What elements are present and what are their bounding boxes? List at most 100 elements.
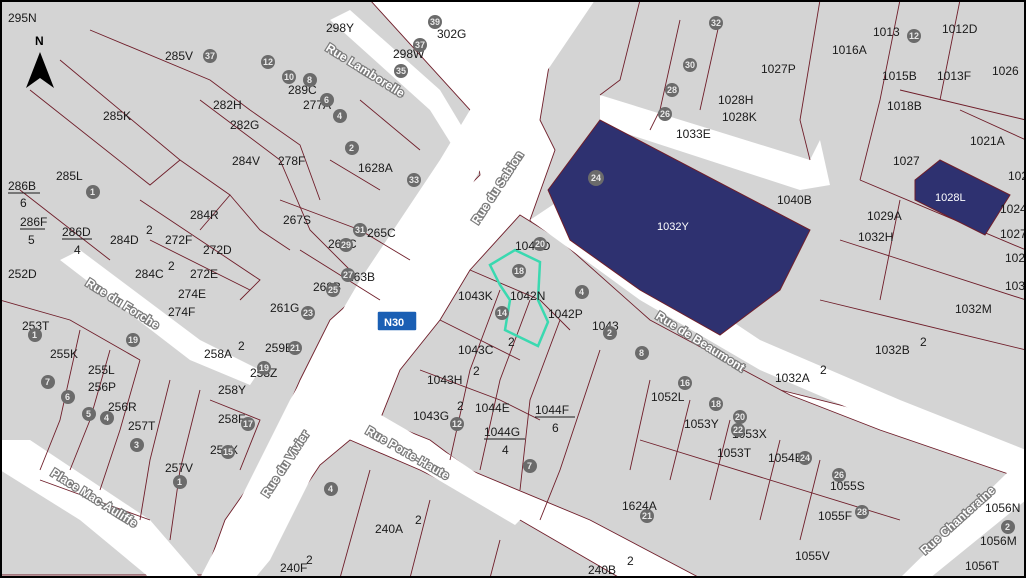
north-label: N [35, 34, 44, 48]
svg-text:20: 20 [535, 239, 545, 249]
svg-text:31: 31 [355, 225, 365, 235]
parcel-label: 1043C [458, 343, 494, 357]
house-number-marker: 2 [1001, 520, 1015, 534]
superscript: 2 [457, 399, 464, 413]
superscript: 2 [508, 335, 515, 349]
parcel-label: 1022 [1008, 169, 1026, 183]
svg-text:23: 23 [303, 308, 313, 318]
superscript: 2 [920, 335, 927, 349]
parcel-label: 1053T [717, 446, 752, 460]
svg-text:2: 2 [1005, 522, 1010, 532]
route-shield-n30[interactable]: N30 [376, 310, 418, 332]
house-number-marker: 37 [203, 49, 217, 63]
svg-text:26: 26 [660, 109, 670, 119]
parcel-label: 1055F [818, 509, 852, 523]
svg-text:22: 22 [733, 425, 743, 435]
parcel-label: 1015B [882, 69, 917, 83]
house-number-marker: 22 [731, 423, 745, 437]
parcel-label: 285L [56, 169, 83, 183]
parcel-label: 1028L [935, 192, 966, 204]
parcel-label: 1027C [1000, 227, 1026, 241]
superscript: 2 [415, 513, 422, 527]
parcel-label: 1029A [867, 209, 902, 223]
parcel-label: 256P [88, 380, 116, 394]
parcel-label: 1042P [548, 307, 583, 321]
house-number-marker: 33 [407, 173, 421, 187]
highlighted-parcel-outline[interactable] [488, 248, 550, 348]
svg-text:15: 15 [223, 447, 233, 457]
parcel-label: 240F [280, 561, 307, 575]
parcel-label: 1044E [475, 401, 510, 415]
svg-text:12: 12 [452, 419, 462, 429]
house-number-marker: 21 [288, 341, 302, 355]
svg-text:6: 6 [324, 95, 329, 105]
parcel-label: 1043K [458, 289, 493, 303]
parcel-label: 284C [135, 267, 164, 281]
parcel-label: 1043H [427, 373, 462, 387]
parcel-label: 1032M [955, 302, 992, 316]
parcel-label: 1028K [722, 110, 757, 124]
house-number-marker: 20 [533, 237, 547, 251]
parcel-label: 258A [204, 347, 232, 361]
house-number-marker: 5 [82, 407, 96, 421]
selected-parcel-1028l[interactable] [914, 159, 1011, 236]
parcel-label: 274F [168, 305, 195, 319]
parcel-label: 256R [108, 400, 137, 414]
parcel-label: 240A [375, 522, 403, 536]
svg-text:21: 21 [642, 511, 652, 521]
house-number-marker: 39 [428, 15, 442, 29]
parcel-label: 255K [50, 347, 78, 361]
svg-text:4: 4 [337, 111, 342, 121]
fraction-denominator: 5 [28, 233, 35, 247]
selected-parcel-1032y[interactable] [547, 119, 811, 336]
svg-text:19: 19 [128, 335, 138, 345]
svg-text:17: 17 [243, 419, 253, 429]
svg-text:12: 12 [909, 31, 919, 41]
parcel-label: 1028H [718, 93, 753, 107]
parcel-label: 278F [278, 154, 305, 168]
parcel-label: 258Y [218, 383, 246, 397]
svg-text:7: 7 [527, 461, 532, 471]
parcel-label: 1053Y [684, 417, 719, 431]
north-arrow-icon: N [26, 34, 54, 88]
parcel-label: 1040B [777, 193, 812, 207]
parcel-label: 284D [110, 233, 139, 247]
svg-text:18: 18 [711, 399, 721, 409]
fraction-denominator: 4 [74, 243, 81, 257]
house-number-marker: 15 [221, 445, 235, 459]
svg-text:8: 8 [307, 75, 312, 85]
house-number-marker: 32 [709, 16, 723, 30]
superscript: 2 [146, 223, 153, 237]
house-number-marker: 6 [61, 390, 75, 404]
svg-text:1: 1 [90, 187, 95, 197]
house-number-marker: 28 [665, 83, 679, 97]
house-number-marker: 8 [635, 346, 649, 360]
house-number-marker: 12 [907, 29, 921, 43]
parcel-label: 267S [283, 213, 311, 227]
house-number-marker: 7 [523, 459, 537, 473]
parcel-label: 285K [103, 109, 131, 123]
house-number-marker: 35 [394, 64, 408, 78]
parcel-label: 284R [190, 208, 219, 222]
svg-text:18: 18 [514, 266, 524, 276]
house-number-marker: 29 [339, 238, 353, 252]
house-number-marker: 19 [257, 361, 271, 375]
parcel-label: 261G [270, 301, 299, 315]
parcel-label: 1027 [893, 154, 920, 168]
parcel-label: 1021A [970, 134, 1005, 148]
house-number-marker: 26 [658, 107, 672, 121]
house-number-marker: 19 [126, 333, 140, 347]
parcel-label: 298Y [326, 21, 354, 35]
house-number-marker: 4 [575, 285, 589, 299]
parcel-label: 257V [165, 461, 193, 475]
house-number-marker: 4 [333, 109, 347, 123]
house-number-marker: 20 [733, 410, 747, 424]
svg-text:24: 24 [591, 173, 601, 183]
parcel-label: 259E [265, 341, 293, 355]
parcel-label: 253T [22, 319, 50, 333]
parcel-label: 286D [62, 225, 91, 239]
svg-text:6: 6 [65, 392, 70, 402]
